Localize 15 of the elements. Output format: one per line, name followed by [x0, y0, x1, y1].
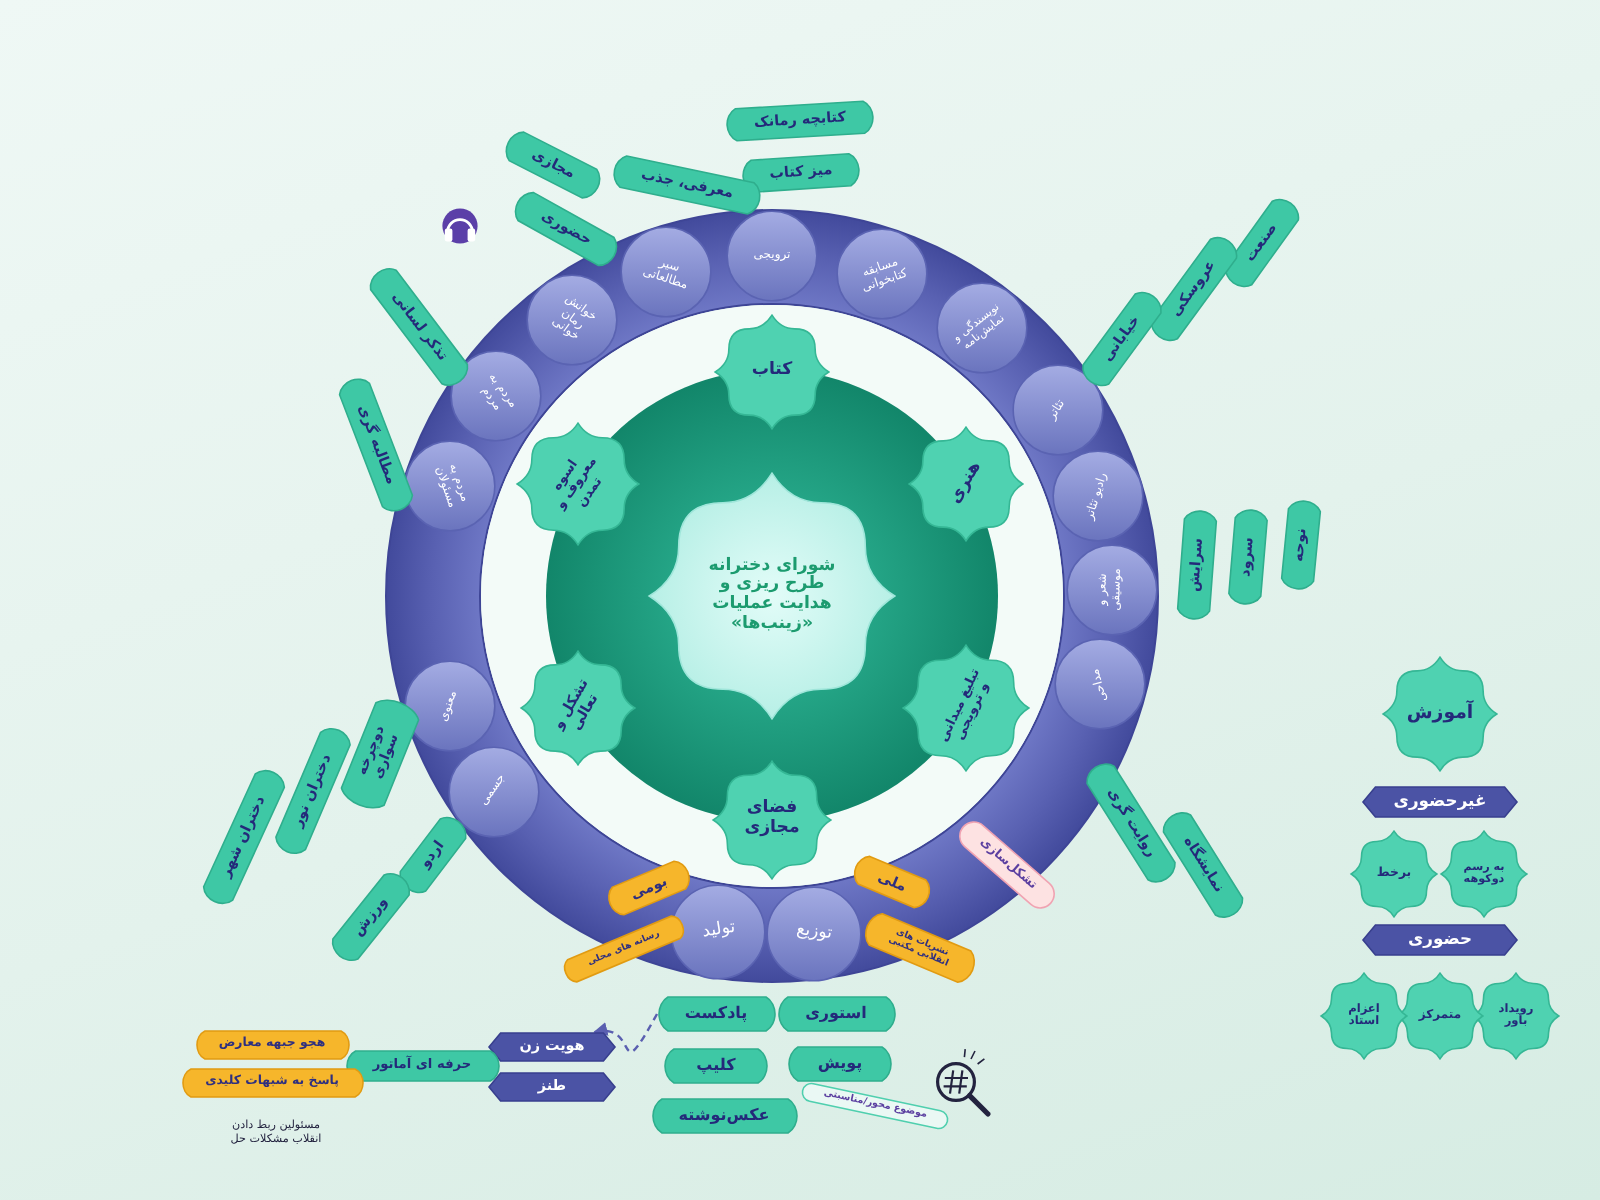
label-text: استوری: [805, 1005, 867, 1023]
label-text: هنری: [945, 457, 987, 511]
arrow: [593, 1013, 659, 1053]
label-text: پویش: [817, 1055, 863, 1073]
title-text: شورای دخترانه طرح ریزی و هدایت عملیات «زینب‌ها»: [707, 557, 837, 635]
label-text: پادکست: [684, 1005, 748, 1023]
label-text: عکس‌نوشته: [678, 1107, 770, 1125]
label-text: غیرحضوری: [1393, 792, 1487, 812]
label-text: آموزش: [1405, 703, 1475, 725]
label-text: حضوری: [1407, 930, 1473, 950]
label-text: کلیپ: [696, 1057, 736, 1075]
label-text: تولید: [698, 919, 739, 945]
label-text: کتاب: [750, 362, 794, 382]
label-text: فضای مجازی: [742, 800, 802, 840]
label-text: توزیع: [792, 921, 835, 946]
